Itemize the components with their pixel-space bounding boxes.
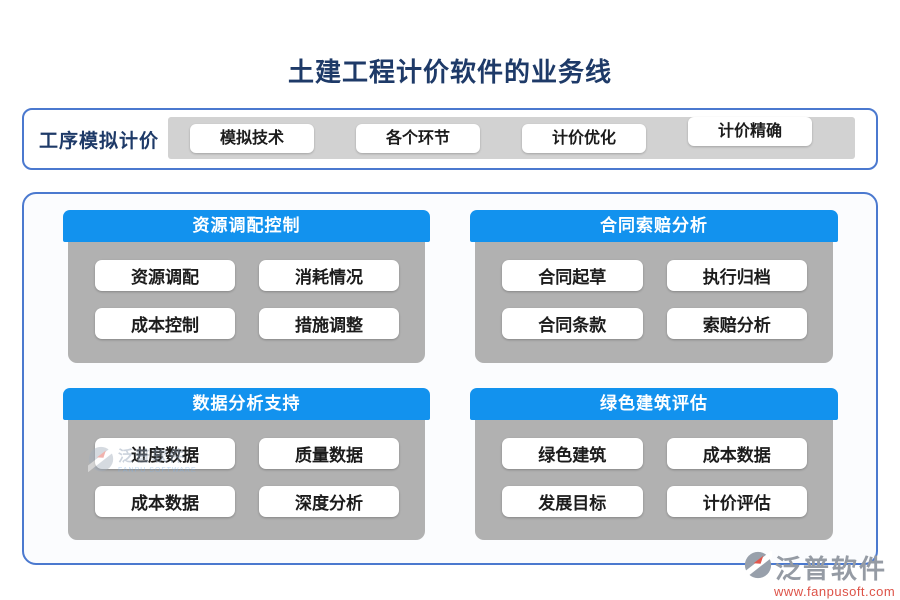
button-execution-archiving[interactable]: 执行归档 bbox=[666, 260, 807, 291]
business-lines-container: 资源调配控制 资源调配 消耗情况 成本控制 措施调整 合同索赔分析 合同起草 执… bbox=[22, 192, 878, 565]
button-pricing-accuracy[interactable]: 计价精确 bbox=[688, 116, 812, 146]
button-consumption-status[interactable]: 消耗情况 bbox=[259, 260, 399, 291]
button-pricing-evaluation[interactable]: 计价评估 bbox=[666, 486, 807, 517]
process-simulation-toolbar: 工序模拟计价 模拟技术 各个环节 计价优化 计价精确 bbox=[22, 108, 878, 170]
button-cost-control[interactable]: 成本控制 bbox=[95, 308, 235, 339]
button-pricing-optimization[interactable]: 计价优化 bbox=[522, 123, 646, 153]
fanpu-logo-icon bbox=[739, 549, 777, 584]
panel-contract-claim-analysis: 合同索赔分析 合同起草 执行归档 合同条款 索赔分析 bbox=[470, 210, 838, 363]
panel-body: 泛普软件 FANPU SOFTWARE 进度数据 质量数据 成本数据 深度分析 bbox=[68, 420, 425, 540]
button-green-building[interactable]: 绿色建筑 bbox=[502, 438, 643, 469]
button-measure-adjustment[interactable]: 措施调整 bbox=[259, 308, 399, 339]
fanpu-brand-mark: 泛普软件 www.fanpusoft.com bbox=[739, 549, 896, 599]
button-depth-analysis[interactable]: 深度分析 bbox=[259, 486, 399, 517]
button-cost-data-green[interactable]: 成本数据 bbox=[666, 438, 807, 469]
button-development-goals[interactable]: 发展目标 bbox=[502, 486, 643, 517]
toolbar-strip: 模拟技术 各个环节 计价优化 计价精确 bbox=[168, 116, 855, 159]
brand-website: www.fanpusoft.com bbox=[774, 584, 896, 599]
panel-body: 资源调配 消耗情况 成本控制 措施调整 bbox=[68, 242, 425, 363]
button-each-link[interactable]: 各个环节 bbox=[356, 123, 480, 153]
panel-resource-allocation-control: 资源调配控制 资源调配 消耗情况 成本控制 措施调整 bbox=[63, 210, 430, 363]
button-progress-data[interactable]: 进度数据 bbox=[95, 438, 235, 469]
button-contract-drafting[interactable]: 合同起草 bbox=[502, 260, 643, 291]
button-simulation-technology[interactable]: 模拟技术 bbox=[190, 123, 314, 153]
panel-green-building-evaluation: 绿色建筑评估 绿色建筑 成本数据 发展目标 计价评估 bbox=[470, 388, 838, 540]
button-resource-allocation[interactable]: 资源调配 bbox=[95, 260, 235, 291]
page-title: 土建工程计价软件的业务线 bbox=[287, 57, 612, 87]
panel-header-resource-allocation: 资源调配控制 bbox=[63, 210, 430, 242]
panel-body: 合同起草 执行归档 合同条款 索赔分析 bbox=[475, 242, 833, 363]
toolbar-label: 工序模拟计价 bbox=[39, 130, 160, 152]
button-contract-terms[interactable]: 合同条款 bbox=[502, 308, 643, 339]
button-cost-data[interactable]: 成本数据 bbox=[95, 486, 235, 517]
panel-data-analysis-support: 数据分析支持 泛普软件 FANPU SOFTWARE 进 bbox=[63, 388, 430, 540]
panel-body: 绿色建筑 成本数据 发展目标 计价评估 bbox=[475, 420, 833, 540]
panel-header-data-analysis: 数据分析支持 bbox=[63, 388, 430, 420]
button-claim-analysis[interactable]: 索赔分析 bbox=[666, 308, 807, 339]
panel-header-green-building: 绿色建筑评估 bbox=[470, 388, 838, 420]
brand-name: 泛普软件 bbox=[775, 554, 888, 584]
panel-header-contract-claims: 合同索赔分析 bbox=[470, 210, 838, 242]
button-quality-data[interactable]: 质量数据 bbox=[259, 438, 399, 469]
